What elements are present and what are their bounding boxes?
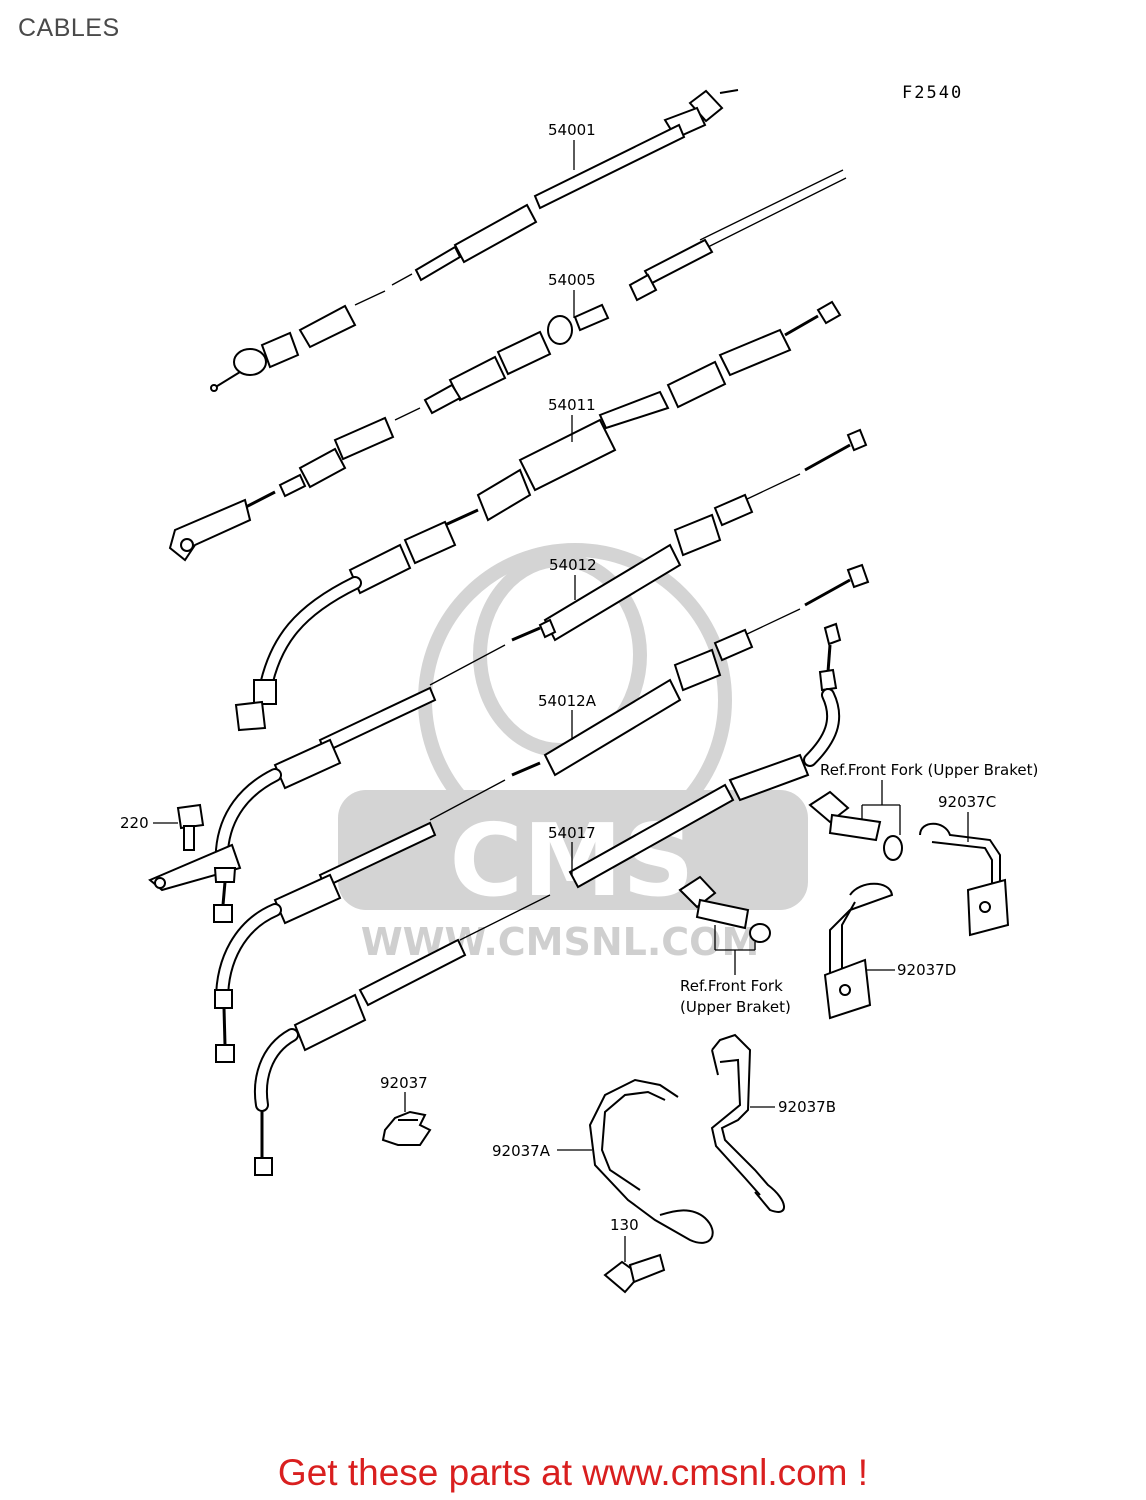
label-220: 220 [120, 814, 149, 832]
watermark: CMS WWW.CMSNL.COM [338, 543, 808, 964]
leader-lines [153, 140, 969, 1262]
label-54012A: 54012A [538, 692, 597, 710]
label-92037D: 92037D [897, 961, 956, 979]
clip-92037[interactable] [381, 1110, 432, 1146]
label-92037: 92037 [380, 1074, 428, 1092]
label-54017: 54017 [548, 824, 596, 842]
clamp-92037B[interactable] [710, 1033, 785, 1213]
label-54012: 54012 [549, 556, 597, 574]
cable-54001[interactable] [210, 89, 739, 392]
page-title: CABLES [18, 14, 120, 42]
clamp-92037C[interactable] [919, 822, 1010, 937]
label-54001: 54001 [548, 121, 596, 139]
cable-54017[interactable] [253, 622, 842, 1176]
label-54011: 54011 [548, 396, 596, 414]
label-ref-upper: Ref.Front Fork (Upper Braket) [820, 761, 1038, 779]
cable-54012[interactable] [148, 428, 868, 923]
bolt-220[interactable] [176, 803, 205, 851]
cable-54005[interactable] [168, 169, 847, 562]
bolt-130[interactable] [603, 1253, 666, 1294]
label-92037B: 92037B [778, 1098, 836, 1116]
label-130: 130 [610, 1216, 639, 1234]
clamp-92037A[interactable] [588, 1078, 714, 1244]
cable-54011[interactable] [234, 300, 842, 732]
label-92037A: 92037A [492, 1142, 551, 1160]
footer-link[interactable]: Get these parts at www.cmsnl.com ! [277, 1452, 869, 1493]
ref-bolt-lower [678, 875, 771, 975]
figure-code: F2540 [902, 83, 964, 103]
label-ref-lower-1: Ref.Front Fork [680, 977, 783, 995]
clamp-92037D[interactable] [823, 882, 894, 1020]
ref-bolt-upper [808, 780, 903, 861]
cable-54012A[interactable] [214, 563, 870, 1063]
label-ref-lower-2: (Upper Braket) [680, 998, 791, 1016]
label-54005: 54005 [548, 271, 596, 289]
label-92037C: 92037C [938, 793, 996, 811]
watermark-url: WWW.CMSNL.COM [361, 920, 760, 964]
